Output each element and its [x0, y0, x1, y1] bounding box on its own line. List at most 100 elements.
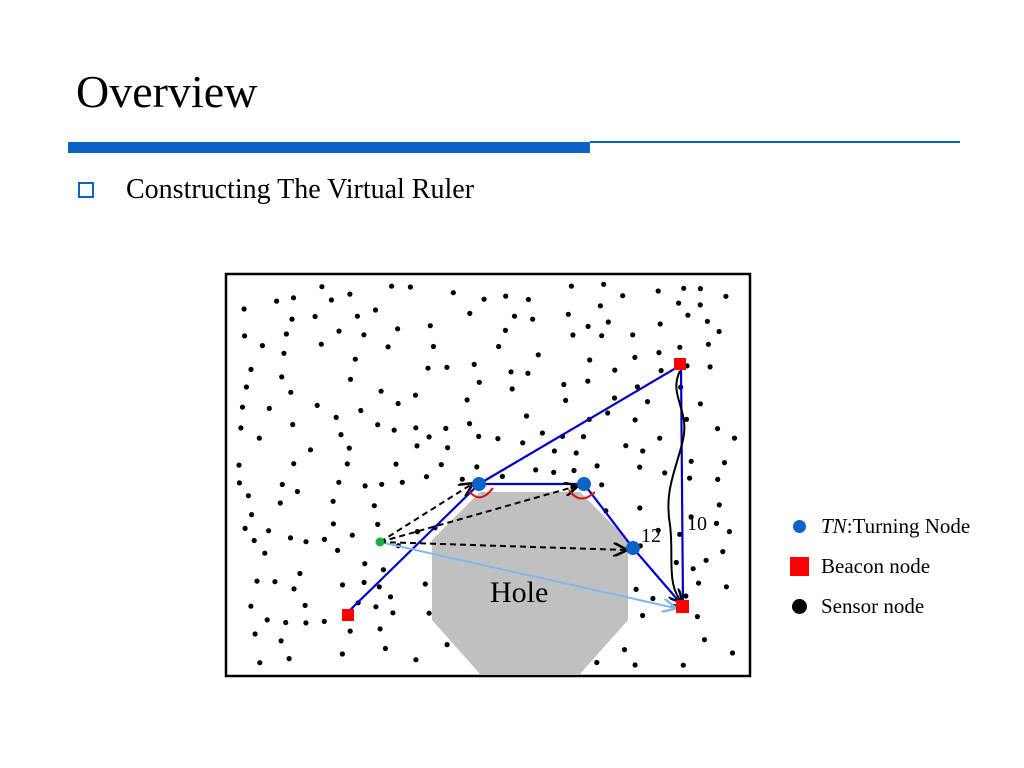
sensor-node [430, 343, 436, 350]
sensor-node [321, 618, 327, 625]
sensor-node [347, 291, 353, 297]
sensor-node [236, 480, 242, 486]
turning-node-3 [626, 541, 640, 555]
sensor-node [413, 425, 419, 431]
legend-turning-node: TN:Turning Node [788, 513, 970, 539]
sensor-node [373, 604, 379, 610]
sensor-node [302, 602, 308, 609]
beacon-node-3 [674, 358, 686, 370]
sensor-node [502, 327, 508, 333]
bullet-item: Constructing The Virtual Ruler [78, 174, 474, 206]
sensor-node [509, 386, 515, 392]
sensor-node [335, 547, 341, 554]
legend-sensor-node: Sensor node [788, 593, 970, 619]
sensor-node [520, 440, 526, 446]
sensor-node [330, 521, 336, 527]
sensor-node [721, 460, 728, 466]
sensor-node [467, 310, 473, 316]
sensor-node [391, 427, 397, 433]
beacon-node-2 [676, 600, 689, 613]
sensor-node [346, 445, 352, 451]
sensor-node [637, 464, 643, 470]
sensor-node [561, 381, 567, 388]
sensor-node [677, 344, 683, 350]
sensor-node [393, 461, 399, 467]
sensor-node [248, 366, 254, 372]
sensor-node [330, 498, 336, 504]
sensor-node [414, 443, 420, 449]
sensor-node [571, 467, 577, 474]
sensor-node [495, 436, 501, 442]
sensor-node [539, 430, 546, 436]
sensor-node [707, 364, 713, 370]
sensor-node [445, 445, 451, 451]
sensor-node [266, 405, 272, 411]
sensor-node [705, 341, 712, 347]
sensor-node [476, 433, 482, 439]
sensor-node [655, 527, 661, 533]
sensor-node [620, 293, 626, 299]
sensor-node [242, 333, 248, 339]
sensor-node [376, 584, 382, 590]
sensor-node [287, 535, 294, 541]
sensor-node [303, 620, 309, 626]
sensor-node [291, 586, 297, 592]
sensor-node [525, 296, 532, 303]
sensor-node [303, 539, 309, 545]
sensor-node [349, 532, 355, 538]
sensor-node [731, 435, 738, 441]
sensor-node [568, 283, 575, 289]
source-node [375, 537, 385, 547]
sensor-node [347, 376, 354, 382]
bullet-text: Constructing The Virtual Ruler [126, 174, 475, 205]
sensor-node [344, 461, 350, 467]
legend: TN:Turning Node Beacon node Sensor node [788, 513, 970, 633]
sensor-node [599, 333, 605, 339]
hop-path-10 [667, 370, 686, 602]
sensor-node [597, 303, 604, 309]
sensor-node [632, 354, 638, 360]
sensor-node [464, 397, 470, 403]
sensor-node [390, 610, 396, 616]
direct-path-arrow [379, 541, 675, 608]
sensor-node [354, 313, 360, 319]
sensor-node [291, 461, 297, 467]
sensor-node [358, 407, 364, 414]
sensor-node [632, 417, 638, 423]
sensor-node [657, 321, 663, 327]
sensor-node [632, 662, 638, 668]
hole-region [432, 492, 628, 674]
sensor-node [587, 357, 593, 363]
sensor-node [687, 475, 693, 481]
sensor-node [611, 395, 618, 401]
sensor-node [565, 311, 571, 317]
sensor-node [385, 344, 391, 350]
sensor-node [422, 581, 428, 587]
sensor-node [623, 443, 629, 449]
sensor-node [272, 579, 278, 585]
dashed-arrow-to-tn2 [379, 486, 577, 543]
sensor-node [599, 482, 605, 488]
sensor-node [382, 645, 388, 652]
sensor-node [395, 326, 401, 332]
sensor-node [266, 528, 272, 534]
sensor-node [656, 350, 662, 356]
sensor-node [703, 557, 709, 563]
sensor-node [723, 584, 730, 590]
sensor-node [662, 470, 668, 476]
sensor-node [621, 647, 628, 653]
sensor-node [633, 586, 639, 593]
sensor-node [697, 401, 704, 407]
sensor-node [650, 595, 656, 602]
sensor-node [339, 651, 345, 657]
sensor-node [714, 426, 721, 432]
title-underline-thick [68, 142, 590, 153]
sensor-node [696, 580, 702, 586]
sensor-node [697, 286, 704, 292]
angle-arc-1 [468, 487, 494, 499]
sensor-node [680, 662, 686, 668]
sensor-node [407, 284, 413, 290]
sensor-node [379, 481, 385, 487]
sensor-node [279, 374, 285, 380]
sensor-node [601, 281, 607, 287]
